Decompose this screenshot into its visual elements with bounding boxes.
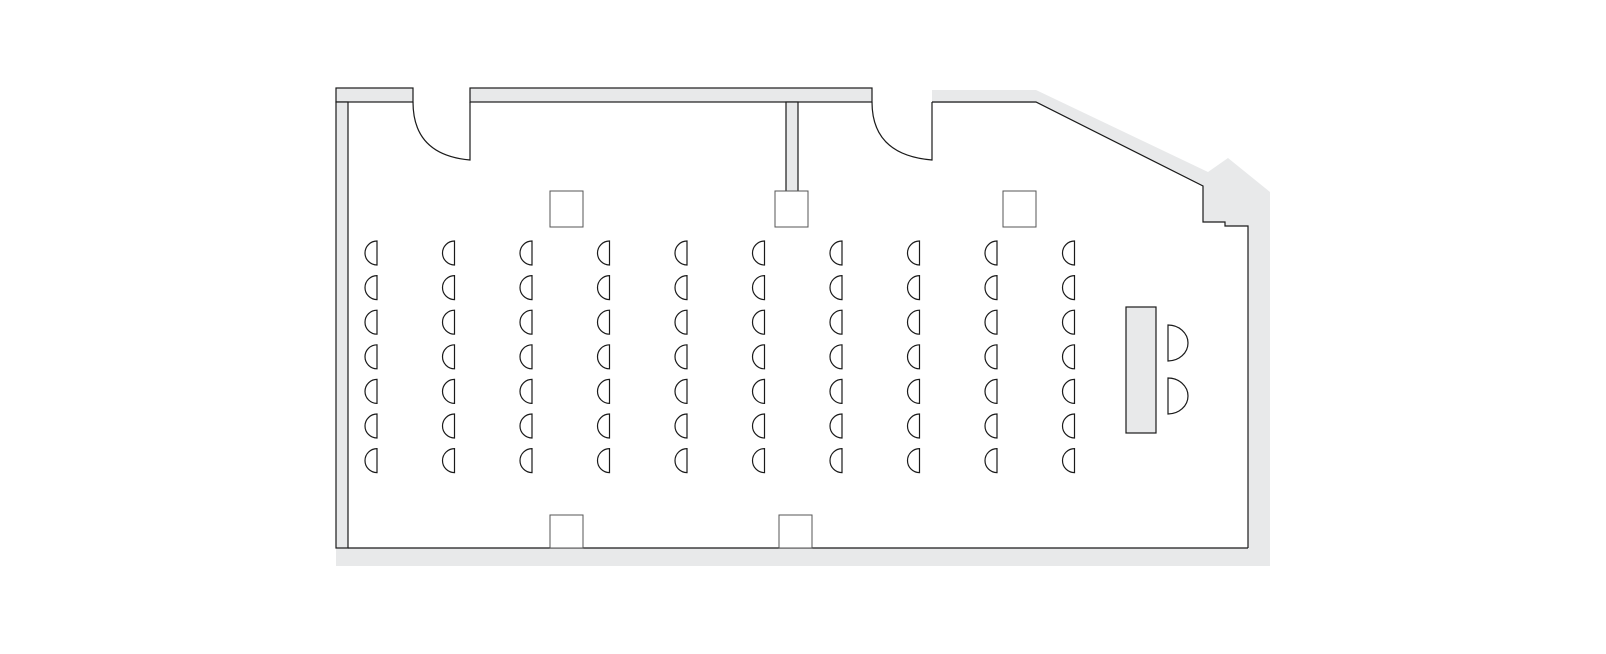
- seat: [674, 344, 688, 370]
- seat: [1061, 309, 1076, 335]
- seat: [364, 378, 378, 405]
- wall-left: [335, 101, 349, 549]
- wall-right: [932, 101, 1249, 548]
- seat: [596, 344, 611, 370]
- seat: [441, 378, 456, 405]
- seat: [596, 447, 611, 474]
- seat: [674, 447, 688, 474]
- seat: [596, 274, 611, 301]
- wall-top-left: [335, 87, 414, 103]
- column-top-3: [1002, 190, 1037, 228]
- seat: [906, 274, 921, 301]
- lectern-area: [1125, 306, 1189, 434]
- seat: [596, 240, 611, 266]
- seat: [441, 344, 456, 370]
- seat: [829, 413, 843, 439]
- seat: [364, 240, 378, 266]
- seat: [829, 447, 843, 474]
- seat: [674, 274, 688, 301]
- seat: [364, 274, 378, 301]
- seat: [829, 309, 843, 335]
- seat: [984, 413, 998, 439]
- seat: [751, 378, 766, 405]
- lectern-desk: [1125, 306, 1157, 434]
- lectern-seat-1: [1167, 324, 1189, 362]
- seat: [1061, 413, 1076, 439]
- seat: [441, 240, 456, 266]
- seat: [364, 309, 378, 335]
- seat: [829, 344, 843, 370]
- seat: [906, 309, 921, 335]
- seat: [751, 447, 766, 474]
- seat: [751, 344, 766, 370]
- seat: [906, 240, 921, 266]
- seat: [674, 309, 688, 335]
- seat: [519, 274, 533, 301]
- seat: [1061, 240, 1076, 266]
- seat: [519, 309, 533, 335]
- seat: [984, 240, 998, 266]
- seat: [984, 447, 998, 474]
- seat: [984, 344, 998, 370]
- seat: [364, 447, 378, 474]
- partition-stub: [785, 101, 799, 193]
- column-top-2: [774, 190, 809, 228]
- seat: [751, 413, 766, 439]
- seat: [519, 447, 533, 474]
- seat: [364, 344, 378, 370]
- seat: [674, 378, 688, 405]
- seat: [519, 378, 533, 405]
- seat: [596, 413, 611, 439]
- seat: [984, 274, 998, 301]
- seat: [441, 413, 456, 439]
- seat: [596, 378, 611, 405]
- column-bottom-1: [549, 514, 584, 549]
- seat: [906, 378, 921, 405]
- wall-top-middle: [469, 87, 873, 103]
- seat: [984, 309, 998, 335]
- seat: [1061, 274, 1076, 301]
- seat: [441, 309, 456, 335]
- seat: [441, 274, 456, 301]
- seat: [441, 447, 456, 474]
- seat: [829, 378, 843, 405]
- seat: [829, 240, 843, 266]
- door-2: [871, 101, 933, 161]
- seat: [364, 413, 378, 439]
- room-walls: [335, 87, 1249, 549]
- seat: [984, 378, 998, 405]
- seat: [829, 274, 843, 301]
- door-1: [412, 101, 471, 161]
- column-bottom-2: [778, 514, 813, 549]
- seat: [1061, 378, 1076, 405]
- structural-columns: [549, 190, 1037, 549]
- seat: [519, 344, 533, 370]
- seat: [519, 413, 533, 439]
- seat: [1061, 447, 1076, 474]
- seat: [751, 240, 766, 266]
- seat: [906, 344, 921, 370]
- seat: [906, 413, 921, 439]
- lectern-seat-2: [1167, 377, 1189, 415]
- column-top-1: [549, 190, 584, 228]
- seat: [751, 309, 766, 335]
- seat: [906, 447, 921, 474]
- seat: [1061, 344, 1076, 370]
- seat: [674, 240, 688, 266]
- seat: [519, 240, 533, 266]
- student-seating: [364, 240, 1076, 474]
- seat: [596, 309, 611, 335]
- seat: [674, 413, 688, 439]
- seat: [751, 274, 766, 301]
